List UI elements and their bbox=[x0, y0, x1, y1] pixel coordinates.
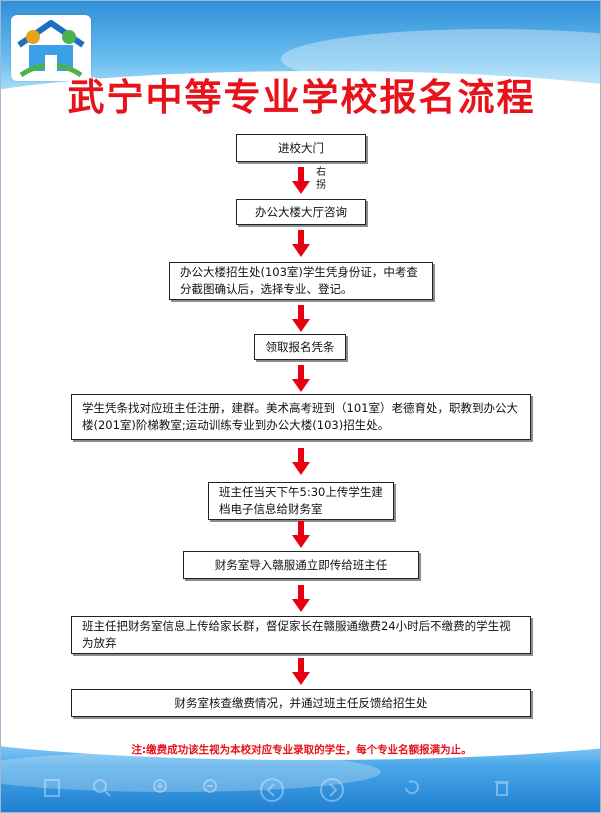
school-logo-icon bbox=[11, 15, 91, 81]
step-5-box: 学生凭条找对应班主任注册，建群。美术高考班到（101室）老德育处，职教到办公大楼… bbox=[71, 394, 531, 440]
down-arrow-icon bbox=[292, 365, 310, 392]
down-arrow-icon bbox=[292, 658, 310, 685]
footer-note: 注:缴费成功该生视为本校对应专业录取的学生，每个专业名额报满为止。 bbox=[131, 744, 472, 756]
step-4-text: 领取报名凭条 bbox=[265, 339, 335, 354]
step-7-text: 财务室导入赣服通立即传给班主任 bbox=[214, 557, 388, 572]
down-arrow-icon bbox=[292, 167, 310, 194]
step-5-text: 学生凭条找对应班主任注册，建群。美术高考班到（101室）老德育处，职教到办公大楼… bbox=[82, 401, 518, 432]
step-6-text: 班主任当天下午5:30上传学生建档电子信息给财务室 bbox=[219, 485, 383, 516]
bottom-blue-band bbox=[1, 690, 600, 812]
turn-note-2: 拐 bbox=[316, 180, 326, 191]
turn-note-1: 右 bbox=[316, 167, 326, 178]
step-9-text: 财务室核查缴费情况，并通过班主任反馈给招生处 bbox=[174, 695, 428, 710]
rotate-icon[interactable] bbox=[401, 777, 423, 799]
step-8-text: 班主任把财务室信息上传给家长群，督促家长在赣服通缴费24小时后不缴费的学生视为放… bbox=[82, 619, 511, 650]
step-7-box: 财务室导入赣服通立即传给班主任 bbox=[183, 551, 419, 579]
previous-icon[interactable] bbox=[259, 777, 285, 803]
step-2-text: 办公大楼大厅咨询 bbox=[255, 204, 347, 219]
step-1-text: 进校大门 bbox=[278, 140, 324, 155]
step-3-text: 办公大楼招生处(103室)学生凭身份证，中考查分截图确认后，选择专业、登记。 bbox=[180, 265, 418, 296]
step-8-box: 班主任把财务室信息上传给家长群，督促家长在赣服通缴费24小时后不缴费的学生视为放… bbox=[71, 616, 531, 654]
down-arrow-icon bbox=[292, 305, 310, 332]
down-arrow-icon bbox=[292, 521, 310, 548]
step-6-box: 班主任当天下午5:30上传学生建档电子信息给财务室 bbox=[208, 482, 394, 520]
step-4-box: 领取报名凭条 bbox=[254, 334, 346, 360]
delete-icon[interactable] bbox=[491, 777, 513, 799]
down-arrow-icon bbox=[292, 448, 310, 475]
zoom-in-icon[interactable] bbox=[151, 777, 173, 799]
page-icon[interactable] bbox=[41, 777, 63, 799]
step-2-box: 办公大楼大厅咨询 bbox=[236, 199, 366, 225]
next-icon[interactable] bbox=[319, 777, 345, 803]
page-title: 武宁中等专业学校报名流程 bbox=[67, 76, 536, 119]
step-1-box: 进校大门 bbox=[236, 134, 366, 162]
step-9-box: 财务室核查缴费情况，并通过班主任反馈给招生处 bbox=[71, 689, 531, 717]
top-blue-band bbox=[1, 1, 600, 151]
down-arrow-icon bbox=[292, 230, 310, 257]
step-3-box: 办公大楼招生处(103室)学生凭身份证，中考查分截图确认后，选择专业、登记。 bbox=[169, 262, 433, 300]
search-icon[interactable] bbox=[91, 777, 113, 799]
down-arrow-icon bbox=[292, 585, 310, 612]
zoom-out-icon[interactable] bbox=[201, 777, 223, 799]
